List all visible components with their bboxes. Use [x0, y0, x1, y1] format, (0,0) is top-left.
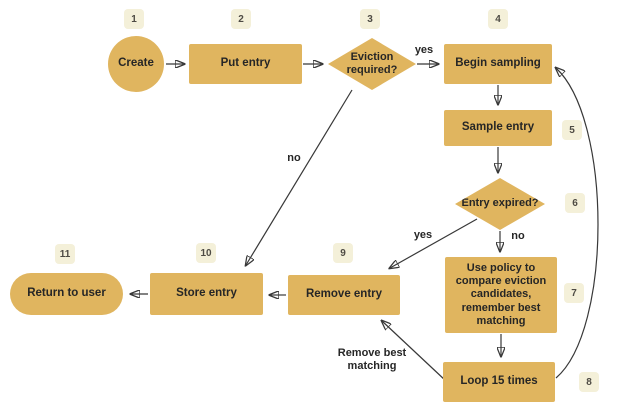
- step-badge-9: 9: [333, 243, 353, 263]
- arrow-eviction-no-to-store: [246, 89, 353, 265]
- node-loop-15-times: Loop 15 times: [443, 362, 555, 402]
- edge-label-expired-no: no: [511, 230, 525, 242]
- arrow-loop-to-begin-curve: [556, 68, 599, 379]
- step-badge-1: 1: [124, 9, 144, 29]
- step-badge-8: 8: [579, 372, 599, 392]
- node-begin-sampling: Begin sampling: [444, 44, 552, 84]
- step-badge-3: 3: [360, 9, 380, 29]
- step-badge-5: 5: [562, 120, 582, 140]
- step-badge-6: 6: [565, 193, 585, 213]
- edge-label-eviction-yes: yes: [414, 44, 434, 56]
- edge-label-remove-best-matching: Remove best matching: [337, 347, 407, 372]
- step-badge-2: 2: [231, 9, 251, 29]
- arrow-loop-to-remove: [382, 321, 447, 382]
- node-create: Create: [108, 36, 164, 92]
- node-sample-entry: Sample entry: [444, 110, 552, 146]
- step-badge-7: 7: [564, 283, 584, 303]
- arrow-expired-yes-to-remove: [390, 218, 478, 268]
- edge-label-expired-yes: yes: [413, 229, 433, 241]
- edge-label-eviction-no: no: [287, 152, 301, 164]
- node-remove-entry: Remove entry: [288, 275, 400, 315]
- step-badge-11: 11: [55, 244, 75, 264]
- step-badge-4: 4: [488, 9, 508, 29]
- step-badge-10: 10: [196, 243, 216, 263]
- node-store-entry: Store entry: [150, 273, 263, 315]
- node-put-entry: Put entry: [189, 44, 302, 84]
- node-return-to-user: Return to user: [10, 273, 123, 315]
- node-use-policy: Use policy to compare eviction candidate…: [445, 257, 557, 333]
